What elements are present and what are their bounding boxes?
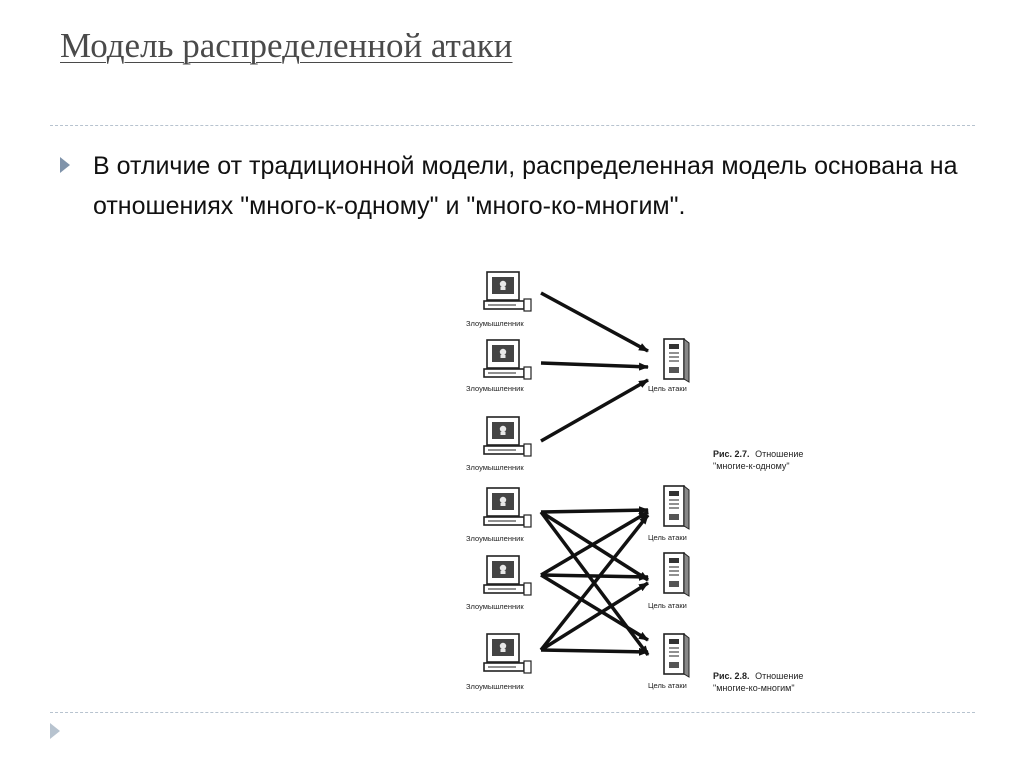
footer-divider <box>50 712 975 713</box>
target-server-icon <box>664 553 689 596</box>
attacker-computer-icon <box>484 634 531 673</box>
attack-arrow <box>541 650 648 652</box>
caption-title: Отношение <box>755 449 803 459</box>
target-label: Цель атаки <box>648 384 687 393</box>
caption-number: Рис. 2.8. <box>713 671 750 681</box>
figure-many-to-many: Злоумышленник Злоумышленник Злоумышленни… <box>466 486 803 693</box>
attack-arrow <box>541 575 648 577</box>
figure-caption-number: Рис. 2.7. Отношение <box>713 449 803 459</box>
attack-arrow <box>541 363 648 367</box>
target-server-icon <box>664 634 689 677</box>
attacker-computer-icon <box>484 556 531 595</box>
attacker-label: Злоумышленник <box>466 602 524 611</box>
attack-arrow <box>541 510 648 512</box>
attack-arrow <box>541 583 648 650</box>
triangle-right-icon <box>49 722 61 740</box>
attacker-label: Злоумышленник <box>466 463 524 472</box>
figure-many-to-one: Злоумышленник Злоумышленник Злоумышленни… <box>466 272 803 472</box>
target-label: Цель атаки <box>648 533 687 542</box>
caption-title: Отношение <box>755 671 803 681</box>
target-server-icon <box>664 339 689 382</box>
attacker-computer-icon <box>484 340 531 379</box>
attacker-computer-icon <box>484 272 531 311</box>
attacker-label: Злоумышленник <box>466 534 524 543</box>
attack-arrow <box>541 293 648 351</box>
figure-caption-line2: "многие-к-одному" <box>713 461 790 471</box>
attacker-computer-icon <box>484 488 531 527</box>
attacker-label: Злоумышленник <box>466 384 524 393</box>
target-server-icon <box>664 486 689 529</box>
figure-caption-line2: "многие-ко-многим" <box>713 683 795 693</box>
caption-number: Рис. 2.7. <box>713 449 750 459</box>
target-label: Цель атаки <box>648 681 687 690</box>
target-label: Цель атаки <box>648 601 687 610</box>
attack-arrow <box>541 380 648 441</box>
attacker-label: Злоумышленник <box>466 682 524 691</box>
attacker-label: Злоумышленник <box>466 319 524 328</box>
attacker-computer-icon <box>484 417 531 456</box>
figure-caption-number: Рис. 2.8. Отношение <box>713 671 803 681</box>
